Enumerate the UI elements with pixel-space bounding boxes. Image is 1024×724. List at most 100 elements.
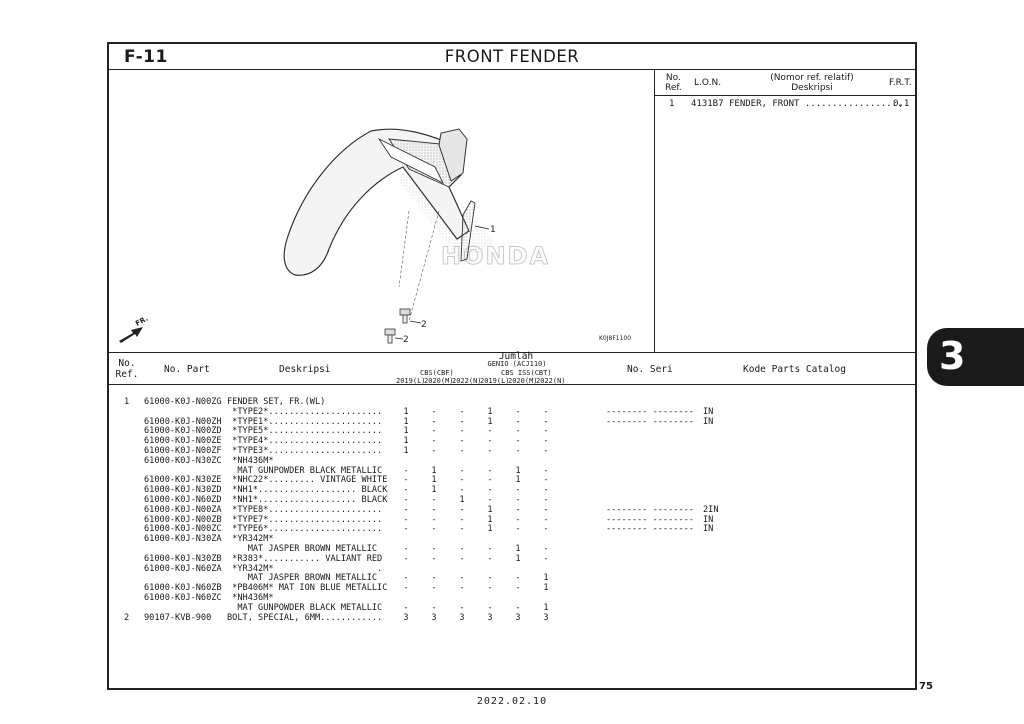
lon-row-lon: 4131B7	[691, 99, 724, 109]
quantity-cell: -	[515, 583, 521, 594]
year-col-1: 2019(L)	[396, 377, 426, 385]
table-row: 61000-K0J-N30ZB *R383*........... VALIAN…	[109, 554, 915, 564]
table-row: 61000-K0J-N00ZA *TYPE8*.................…	[109, 505, 915, 515]
description-cell: *NH1*................... BLACK	[227, 485, 388, 496]
quantity-cell: -	[459, 406, 465, 417]
quantity-cell: 3	[487, 612, 493, 623]
table-row: 61000-K0J-N00ZB *TYPE7*.................…	[109, 515, 915, 525]
quantity-cell: -	[543, 406, 549, 417]
fender-side-vent	[460, 200, 476, 262]
quantity-cell: -	[403, 465, 409, 476]
note-cell: 2IN	[703, 504, 719, 515]
quantity-cell: 1	[431, 485, 437, 496]
part-number-cell: 61000-K0J-N60ZC	[144, 593, 222, 603]
quantity-cell: -	[403, 573, 409, 584]
quantity-cell: -	[515, 602, 521, 613]
callout-leader-2b	[394, 337, 404, 340]
table-row: 61000-K0J-N00ZF *TYPE3*.................…	[109, 446, 915, 456]
figure-code: K0J8F1100	[599, 335, 632, 342]
page-title: FRONT FENDER	[444, 47, 580, 66]
quantity-cell: 1	[515, 475, 521, 486]
part-number-cell: 61000-K0J-N00ZC	[144, 524, 222, 535]
description-cell: *PB406M* MAT ION BLUE METALLIC	[227, 583, 388, 594]
quantity-cell: -	[487, 544, 493, 554]
quantity-cell: -	[459, 504, 465, 515]
quantity-cell: -	[487, 553, 493, 564]
quantity-cell: 1	[431, 465, 437, 476]
quantity-cell: -	[431, 416, 437, 427]
part-number-cell: 61000-K0J-N60ZB	[144, 583, 222, 594]
quantity-cell: -	[487, 602, 493, 613]
front-direction-arrow-icon	[119, 327, 143, 343]
quantity-cell: -	[515, 436, 521, 447]
quantity-cell: 1	[515, 553, 521, 564]
year-col-6: 2022(N)	[536, 377, 566, 385]
quantity-cell: -	[459, 436, 465, 447]
lon-row-frt: 0,1	[893, 99, 910, 109]
quantity-cell: -	[543, 514, 549, 525]
quantity-cell: -	[459, 573, 465, 584]
description-cell: *TYPE5*......................	[227, 426, 383, 437]
quantity-cell: -	[459, 485, 465, 496]
quantity-cell: -	[403, 524, 409, 535]
callout-leader-2a	[409, 320, 422, 324]
quantity-cell: -	[543, 504, 549, 515]
table-row: MAT GUNPOWDER BLACK METALLIC-----1	[109, 603, 915, 613]
quantity-cell: 1	[487, 406, 493, 417]
quantity-cell: 3	[403, 612, 409, 623]
quantity-cell: -	[431, 436, 437, 447]
col-jumlah-header: Jumlah	[498, 351, 534, 362]
quantity-cell: -	[515, 495, 521, 505]
col-deskripsi-header: Deskripsi	[279, 364, 331, 375]
description-cell: *TYPE2*......................	[227, 406, 383, 417]
quantity-cell: 1	[487, 504, 493, 515]
quantity-cell: 1	[403, 416, 409, 427]
quantity-cell: -	[403, 495, 409, 505]
quantity-cell: -	[543, 544, 549, 554]
lon-col-lon-header: L.O.N.	[694, 78, 722, 88]
quantity-cell: -	[459, 602, 465, 613]
table-row: 61000-K0J-N30ZE *NHC22*......... VINTAGE…	[109, 475, 915, 485]
lon-row-ref: 1	[669, 99, 675, 109]
year-col-4: 2019(L)	[480, 377, 510, 385]
serial-cell: -------- --------	[606, 406, 694, 417]
quantity-cell: -	[543, 426, 549, 437]
col-kode-header: Kode Parts Catalog	[743, 364, 846, 375]
quantity-cell: 1	[487, 524, 493, 535]
quantity-cell: 1	[403, 446, 409, 456]
year-col-5: 2020(M)	[508, 377, 538, 385]
quantity-cell: -	[459, 544, 465, 554]
part-number-cell: 61000-K0J-N00ZG	[144, 397, 222, 407]
part-number-cell: 61000-K0J-N30ZA	[144, 534, 222, 545]
part-number-cell: 90107-KVB-900	[144, 612, 212, 623]
header-divider	[109, 69, 915, 70]
quantity-cell: 1	[403, 426, 409, 437]
description-cell: FENDER SET, FR.(WL)	[227, 397, 326, 407]
quantity-cell: -	[515, 524, 521, 535]
quantity-cell: 1	[487, 416, 493, 427]
table-row: 61000-K0J-N60ZD *NH1*...................…	[109, 495, 915, 505]
quantity-cell: -	[515, 485, 521, 496]
quantity-cell: -	[487, 485, 493, 496]
quantity-cell: -	[543, 416, 549, 427]
description-cell: *TYPE3*......................	[227, 446, 383, 456]
quantity-cell: -	[431, 504, 437, 515]
quantity-cell: -	[431, 544, 437, 554]
quantity-cell: -	[459, 514, 465, 525]
quantity-cell: -	[403, 553, 409, 564]
quantity-cell: -	[515, 416, 521, 427]
catalog-page-frame: F-11 FRONT FENDER No.Ref. L.O.N. (Nomor …	[107, 42, 917, 690]
table-row: 61000-K0J-N30ZD *NH1*...................…	[109, 485, 915, 495]
quantity-cell: 1	[431, 475, 437, 486]
description-cell: *TYPE8*......................	[227, 504, 383, 515]
column-divider	[654, 69, 655, 352]
quantity-cell: -	[431, 602, 437, 613]
table-header-divider	[109, 384, 915, 385]
quantity-cell: -	[543, 495, 549, 505]
front-direction-label: FR.	[134, 315, 149, 328]
bolt-guide-line-b	[408, 210, 440, 322]
part-number-cell: 61000-K0J-N60ZA	[144, 563, 222, 574]
callout-1: 1	[490, 225, 496, 235]
quantity-cell: -	[431, 583, 437, 594]
